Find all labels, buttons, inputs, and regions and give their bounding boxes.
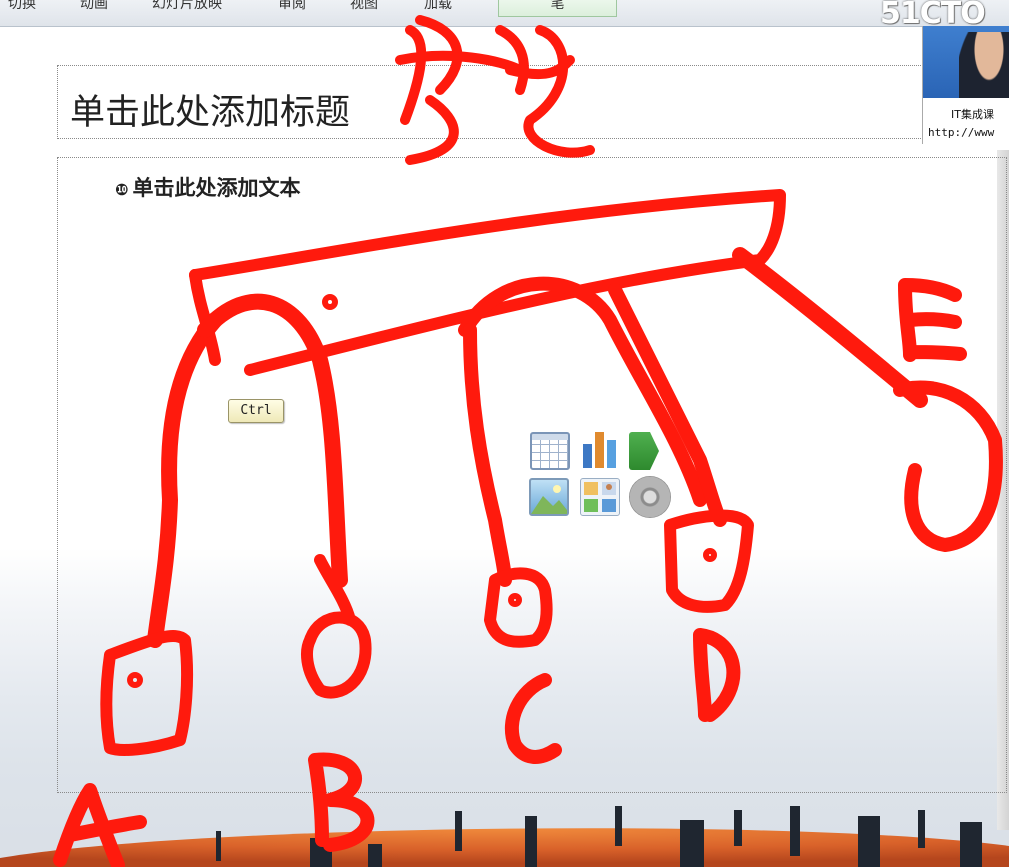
body-placeholder-label: 单击此处添加文本	[132, 176, 301, 200]
instructor-video-overlay: IT集成课 http://www	[922, 26, 1009, 144]
bullet-icon: ❿	[115, 180, 129, 199]
insert-picture-icon[interactable]	[529, 478, 569, 516]
video-caption: IT集成课	[951, 108, 994, 121]
tab-transitions[interactable]: 切换	[8, 0, 36, 12]
instructor-avatar	[959, 32, 1009, 98]
tab-animations[interactable]: 动画	[80, 0, 108, 12]
title-placeholder-text[interactable]: 单击此处添加标题	[70, 93, 351, 133]
tab-review[interactable]: 审阅	[278, 0, 306, 12]
insert-media-icon[interactable]	[629, 476, 671, 518]
video-frame	[923, 26, 1009, 98]
tab-pen[interactable]: 笔	[498, 0, 617, 17]
tab-view[interactable]: 视图	[350, 0, 378, 12]
body-placeholder[interactable]	[57, 157, 1007, 793]
insert-table-icon[interactable]	[530, 432, 570, 470]
slide-background-art	[0, 806, 1009, 867]
ctrl-key-tooltip: Ctrl	[228, 399, 284, 423]
insert-chart-icon[interactable]	[580, 428, 622, 468]
tab-addins[interactable]: 加载	[424, 0, 452, 12]
tab-slideshow[interactable]: 幻灯片放映	[152, 0, 222, 12]
video-url: http://www	[928, 126, 995, 139]
insert-clipart-icon[interactable]	[580, 478, 620, 516]
